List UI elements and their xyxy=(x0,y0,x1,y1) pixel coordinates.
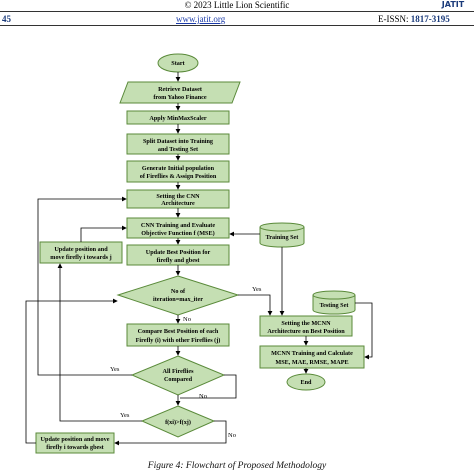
copyright-text: © 2023 Little Lion Scientific xyxy=(184,0,290,10)
update-bottom-label-2: firefly i towards gbest xyxy=(46,444,104,451)
update-best-label-1: Update Best Position for xyxy=(146,249,211,256)
minmax-label: Apply MinMaxScaler xyxy=(149,115,206,122)
label-yes-allcompared: Yes xyxy=(110,366,120,373)
edge-updateleft-cnntrain xyxy=(80,225,127,242)
decision-all-label-2: Compared xyxy=(164,376,193,383)
journal-logo: JATIT xyxy=(437,0,469,13)
header-rule-top xyxy=(0,11,474,12)
label-no-allcompared: No xyxy=(199,393,207,400)
mcnn-train-label-2: MSE, MAE, RMSE, MAPE xyxy=(275,359,348,366)
retrieve-label-2: from Yahoo Finance xyxy=(153,94,207,101)
update-left-label-2: move firefly i towards j xyxy=(50,254,111,261)
testing-set-cylinder xyxy=(312,295,356,315)
label-no-iteration: No xyxy=(183,316,191,323)
start-label: Start xyxy=(171,60,185,67)
mcnn-train-label-1: MCNN Training and Calculate xyxy=(271,350,353,357)
update-left-label-1: Update position and xyxy=(54,246,108,253)
page-number: 45 xyxy=(2,14,11,24)
decision-fitness xyxy=(140,405,216,438)
compare-label-1: Compare Best Position of each xyxy=(138,328,219,335)
update-bottom-label-1: Update position and move xyxy=(41,436,110,443)
header-rule-bottom xyxy=(0,25,474,26)
update-best-label-2: firefly and gbest xyxy=(157,257,201,264)
issn-label: E-ISSN: xyxy=(378,14,409,24)
edge-testingset-mcnntrain xyxy=(355,302,373,360)
decision-f-label: f(xi)>f(xj) xyxy=(165,419,191,426)
end-terminal xyxy=(286,373,326,391)
testing-set-label: Testing Set xyxy=(320,302,350,309)
setting-cnn-label-1: Setting the CNN xyxy=(156,193,200,200)
split-label-1: Split Dataset into Training xyxy=(143,138,214,145)
setting-mcnn-label-1: Setting the MCNN xyxy=(281,320,331,327)
mcnn-train-node xyxy=(259,345,365,369)
training-set-label: Training Set xyxy=(266,234,300,241)
generate-label-1: Generate Initial population xyxy=(142,165,215,172)
compare-label-2: Firefly (i) with other Fireflies (j) xyxy=(136,337,221,344)
edge-fitness-no xyxy=(114,420,227,446)
cnn-train-label-2: Objective Function f (MSE) xyxy=(141,230,214,237)
decision-iter-label-2: iteration=max_iter xyxy=(153,296,203,303)
journal-website-link[interactable]: www.jatit.org xyxy=(176,14,226,24)
edge-allcompared-no xyxy=(180,374,237,399)
label-yes-fitness: Yes xyxy=(120,412,130,419)
label-yes-iteration: Yes xyxy=(252,286,262,293)
retrieve-label-1: Retrieve Dataset xyxy=(158,86,203,93)
generate-label-2: of Fireflies & Assign Position xyxy=(140,173,217,180)
edge-updatebottom-loop xyxy=(25,298,118,444)
end-label: End xyxy=(300,379,312,386)
connectors xyxy=(25,72,373,446)
decision-all-label-1: All Fireflies xyxy=(163,368,195,375)
cnn-train-label-1: CNN Training and Evaluate xyxy=(141,222,215,229)
issn-text: E-ISSN: 1817-3195 xyxy=(378,14,450,24)
split-label-2: and Testing Set xyxy=(158,146,199,153)
training-set-cylinder-top xyxy=(259,222,305,232)
logo-text: JATIT xyxy=(441,0,465,9)
edge-allcompared-yes-loop xyxy=(37,196,132,376)
figure-caption: Figure 4: Flowchart of Proposed Methodol… xyxy=(147,461,327,471)
edge-fitness-yes-updateleft xyxy=(57,263,142,422)
testing-set-cylinder-top xyxy=(312,290,356,300)
issn-value: 1817-3195 xyxy=(410,14,450,24)
retrieve-dataset-node xyxy=(119,81,241,104)
decision-iter-label-1: No of xyxy=(171,288,186,295)
setting-mcnn-label-2: Architecture on Best Position xyxy=(267,328,345,335)
edge-iteration-yes xyxy=(238,294,273,316)
setting-cnn-label-2: Architecture xyxy=(161,200,195,207)
label-no-fitness: No xyxy=(228,432,236,439)
